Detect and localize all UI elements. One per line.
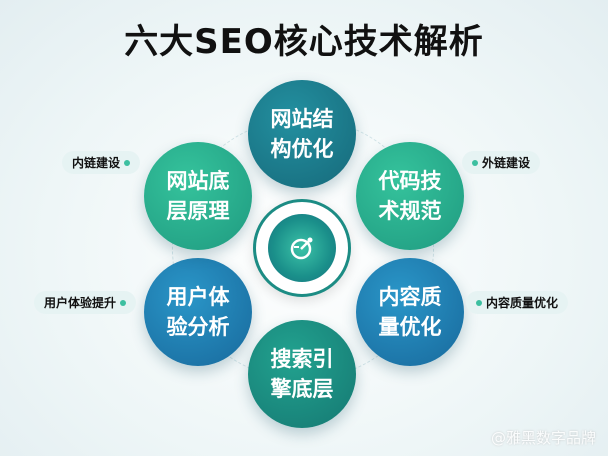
side-label-text: 内容质量优化 — [486, 296, 559, 310]
node-label: 网站底层原理 — [166, 169, 230, 223]
dot-icon — [124, 159, 131, 166]
side-label-text: 外链建设 — [482, 156, 531, 170]
dot-icon — [472, 159, 478, 166]
node-user-experience: 用户体验分析 — [144, 258, 252, 366]
dot-icon — [476, 299, 482, 306]
node-label: 用户体验分析 — [166, 285, 230, 339]
node-label: 搜索引擎底层 — [270, 347, 334, 401]
side-label-text: 内链建设 — [72, 156, 121, 170]
watermark: @雅黑数字品牌 — [490, 429, 596, 447]
node-label: 代码技术规范 — [378, 169, 442, 223]
node-label: 网站结构优化 — [270, 107, 334, 161]
side-label-ux: 用户体验提升 — [34, 291, 137, 314]
node-site-principles: 网站底层原理 — [144, 142, 252, 250]
node-site-structure: 网站结构优化 — [248, 80, 356, 188]
dot-icon — [120, 299, 127, 306]
side-label-external-links: 外链建设 — [462, 151, 541, 174]
node-content-quality: 内容质量优化 — [356, 258, 464, 366]
node-search-engine: 搜索引擎底层 — [248, 320, 356, 428]
gauge-icon — [290, 237, 313, 260]
side-label-text: 用户体验提升 — [44, 296, 117, 310]
node-label: 内容质量优化 — [378, 285, 442, 339]
side-label-content: 内容质量优化 — [466, 291, 569, 314]
center-hub — [253, 199, 351, 297]
page-title: 六大SEO核心技术解析 — [124, 22, 484, 62]
node-code-standards: 代码技术规范 — [356, 142, 464, 250]
side-label-internal-links: 内链建设 — [62, 151, 141, 174]
center-inner — [268, 214, 336, 282]
